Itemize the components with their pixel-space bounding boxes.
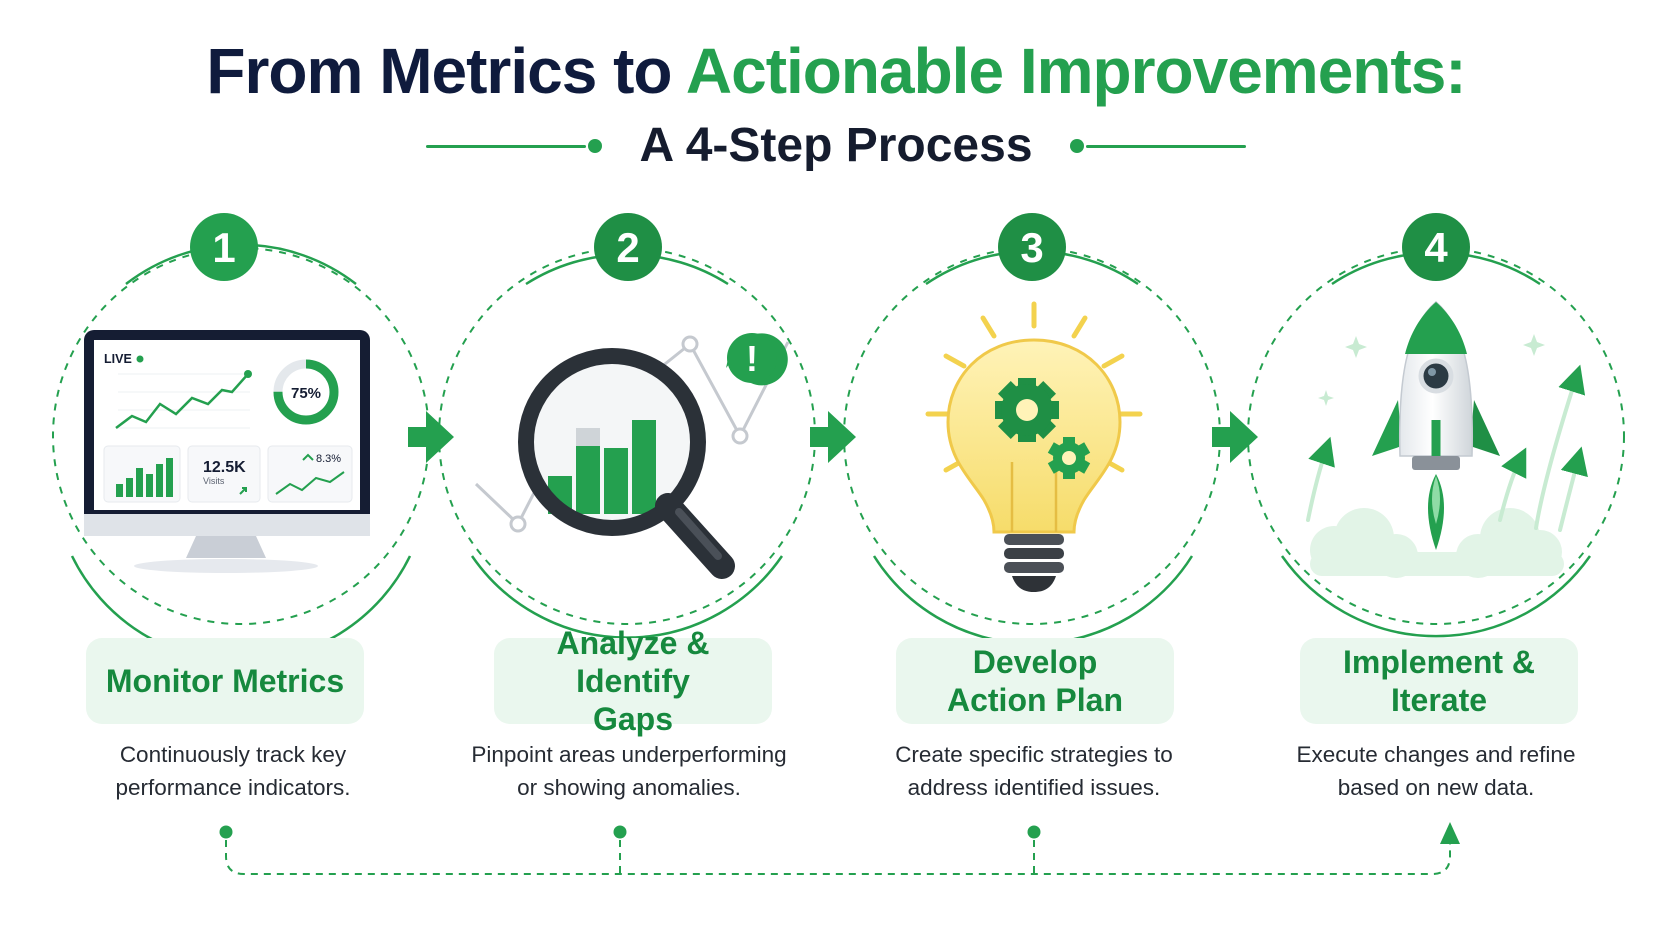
change-up-arrow-icon <box>302 453 314 461</box>
step-title-1: Monitor Metrics <box>105 663 345 699</box>
visits-up-arrow-icon <box>239 487 247 495</box>
lightbulb-gears-icon <box>925 301 1143 592</box>
step-number-1: 1 <box>212 224 235 271</box>
step-number-badge-1: 1 <box>190 213 258 281</box>
step-title-2: Analyze & Identify Gaps <box>556 625 710 737</box>
step-number-badge-4: 4 <box>1402 213 1470 281</box>
arrow-step-1-to-2 <box>408 411 454 463</box>
subtitle-line-right <box>1086 145 1246 148</box>
step-description-text-2: Pinpoint areas underperforming or showin… <box>471 742 787 800</box>
step-number-2: 2 <box>616 224 639 271</box>
subtitle-line-left <box>426 145 586 148</box>
dashboard-visits-label: Visits <box>203 476 225 486</box>
page-title: From Metrics to Actionable Improvements: <box>0 34 1672 108</box>
magnifying-glass-chart-icon: ! <box>474 333 790 579</box>
smoke-clouds <box>1310 508 1564 578</box>
feedback-loop-connector <box>219 822 1460 875</box>
step-title-3: Develop Action Plan <box>946 644 1123 718</box>
step-label-3: Develop Action Plan <box>896 638 1174 724</box>
dashboard-change-value: 8.3% <box>316 453 341 465</box>
step-title-4: Implement & Iterate <box>1342 644 1536 718</box>
subtitle-dot-left <box>588 139 602 153</box>
alert-bubble-icon: ! <box>726 333 788 386</box>
step-description-2: Pinpoint areas underperforming or showin… <box>454 738 804 804</box>
alert-mark: ! <box>746 338 758 379</box>
step-description-text-1: Continuously track key performance indic… <box>115 742 351 800</box>
small-gear-icon <box>1047 437 1091 479</box>
sparkle-icons <box>1318 334 1545 406</box>
dashboard-line-chart: LIVE <box>104 352 252 429</box>
arrow-step-2-to-3 <box>810 411 856 463</box>
step-number-4: 4 <box>1424 224 1448 271</box>
dashboard-gauge-value: 75% <box>291 385 321 402</box>
step-description-4: Execute changes and refine based on new … <box>1266 738 1606 804</box>
trajectory-arrows <box>1306 364 1588 532</box>
monitor-dashboard-icon: LIVE 75% 12.5K Visits <box>84 330 370 573</box>
step-label-2: Analyze & Identify Gaps <box>494 625 772 737</box>
dashboard-bar-chart <box>116 458 173 497</box>
dashboard-live-label: LIVE <box>104 352 132 366</box>
title-part-2: Actionable Improvements: <box>685 35 1467 107</box>
arrow-step-3-to-4 <box>1212 411 1258 463</box>
step-number-badge-2: 2 <box>594 213 662 281</box>
dashboard-visits-value: 12.5K <box>203 459 246 476</box>
large-gear-icon <box>995 378 1059 442</box>
rocket-icon <box>1306 301 1588 578</box>
step-label-1: Monitor Metrics <box>86 638 364 724</box>
step-description-text-4: Execute changes and refine based on new … <box>1296 742 1576 800</box>
step-number-3: 3 <box>1020 224 1043 271</box>
title-part-1: From Metrics to <box>206 35 672 107</box>
step-label-4: Implement & Iterate <box>1300 638 1578 724</box>
step-description-1: Continuously track key performance indic… <box>63 738 403 804</box>
page-subtitle: A 4-Step Process <box>639 119 1033 172</box>
step-description-3: Create specific strategies to address id… <box>864 738 1204 804</box>
step-number-badge-3: 3 <box>998 213 1066 281</box>
loop-arrow-up-icon <box>1440 822 1460 844</box>
dashboard-gauge: 75% <box>273 359 339 425</box>
subtitle-dot-right <box>1070 139 1084 153</box>
step-description-text-3: Create specific strategies to address id… <box>895 742 1173 800</box>
